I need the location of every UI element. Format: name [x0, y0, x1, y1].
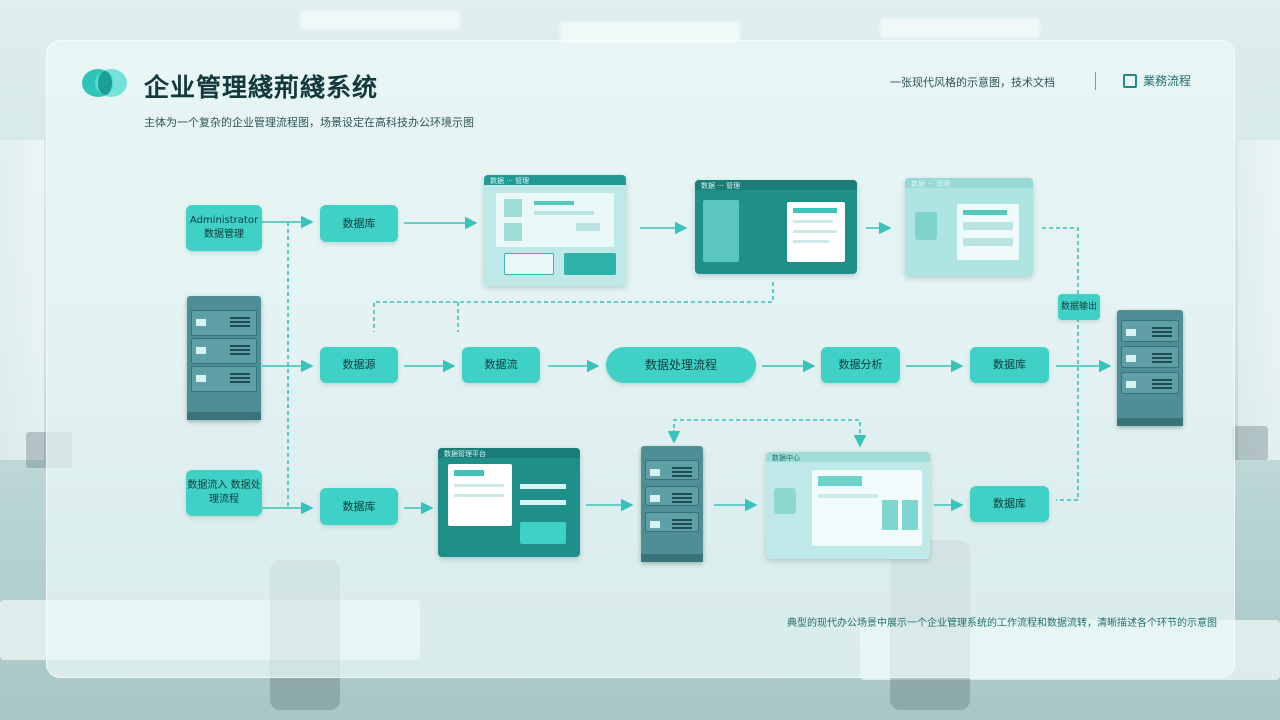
sidebar-block: [703, 200, 739, 262]
text-line: [454, 494, 504, 497]
page-title: 企业管理綫荊綫系统: [144, 73, 379, 102]
text-line: [520, 484, 566, 489]
text-line: [520, 500, 566, 505]
divider: [1095, 72, 1096, 90]
logo-icon: [82, 69, 127, 97]
form-field: [963, 238, 1013, 246]
node-row2-process[interactable]: 数据处理流程: [606, 347, 756, 383]
server-unit: [191, 366, 257, 392]
window-content: [496, 193, 614, 247]
text-line: [793, 208, 837, 213]
node-row3-output[interactable]: 数据库: [970, 486, 1049, 522]
server-base: [1117, 418, 1183, 426]
form-field: [963, 222, 1013, 230]
server-unit: [191, 338, 257, 364]
page-subtitle: 主体为一个复杂的企业管理流程图，场景设定在高科技办公环境示图: [144, 116, 474, 129]
top-link[interactable]: 業務流程: [1123, 72, 1191, 89]
window-panel-5[interactable]: 数据中心: [766, 452, 930, 559]
server-unit: [1121, 346, 1179, 368]
form-block: [957, 204, 1019, 260]
text-line: [454, 470, 484, 476]
server-base: [187, 412, 261, 420]
server-base: [641, 554, 703, 562]
text-line: [793, 220, 833, 223]
text-line: [818, 476, 862, 486]
window-titlebar: 数据管理平台: [438, 448, 580, 458]
image-icon: [504, 199, 522, 217]
office-window: [1238, 140, 1280, 460]
server-unit: [191, 310, 257, 336]
document-icon: [774, 488, 796, 514]
text-line: [534, 201, 574, 205]
text-line: [793, 230, 837, 233]
server-rack-left: [187, 296, 261, 420]
chart-bar: [902, 500, 918, 530]
window-titlebar: 数据 ··· 管理: [484, 175, 626, 185]
server-rack-center: [641, 446, 703, 562]
window-button-primary[interactable]: [564, 253, 616, 275]
document-block: [448, 464, 512, 526]
window-titlebar: 数据 ··· 管理: [695, 180, 857, 190]
window-titlebar: 数据中心: [766, 452, 930, 462]
window-panel-4[interactable]: 数据管理平台: [438, 448, 580, 557]
window-button-primary[interactable]: [520, 522, 566, 544]
document-block: [787, 202, 845, 262]
dashboard-block: [812, 470, 922, 546]
text-line: [534, 211, 594, 215]
window-button[interactable]: [504, 253, 554, 275]
side-tag[interactable]: 数据输出: [1058, 294, 1100, 320]
ceiling-light: [880, 18, 1040, 38]
image-icon: [504, 223, 522, 241]
input-node-top[interactable]: Administrator 数据管理: [186, 205, 262, 251]
node-row2-source[interactable]: 数据源: [320, 347, 398, 383]
office-window: [0, 140, 44, 460]
text-line: [793, 240, 829, 243]
server-unit: [645, 486, 699, 506]
top-link-label: 業務流程: [1143, 74, 1192, 88]
document-icon: [915, 212, 937, 240]
server-unit: [1121, 372, 1179, 394]
text-line: [576, 223, 600, 231]
footer-note: 典型的现代办公场景中展示一个企业管理系统的工作流程和数据流转，清晰描述各个环节的…: [787, 618, 1217, 629]
node-row3-database[interactable]: 数据库: [320, 488, 398, 525]
server-unit: [1121, 320, 1179, 342]
text-line: [963, 210, 1007, 215]
ceiling-light: [300, 10, 460, 30]
text-line: [454, 484, 504, 487]
window-titlebar: 数据 ··· 管理: [905, 178, 1033, 188]
ceiling-light: [560, 22, 740, 44]
node-row2-flow[interactable]: 数据流: [462, 347, 540, 383]
input-node-bottom[interactable]: 数据流入 数据处理流程: [186, 470, 262, 516]
server-unit: [645, 460, 699, 480]
text-line: [818, 494, 878, 498]
server-unit: [645, 512, 699, 532]
node-row2-database[interactable]: 数据库: [970, 347, 1049, 383]
node-row2-analysis[interactable]: 数据分析: [821, 347, 900, 383]
server-rack-right: [1117, 310, 1183, 426]
top-note: 一张现代风格的示意图，技术文档: [890, 76, 1055, 89]
window-panel-1[interactable]: 数据 ··· 管理: [484, 175, 626, 286]
chart-bar: [882, 500, 898, 530]
window-panel-2[interactable]: 数据 ··· 管理: [695, 180, 857, 274]
node-row1-database[interactable]: 数据库: [320, 205, 398, 242]
grid-icon: [1123, 73, 1137, 88]
monitor: [1232, 426, 1268, 460]
window-panel-3[interactable]: 数据 ··· 管理: [905, 178, 1033, 276]
